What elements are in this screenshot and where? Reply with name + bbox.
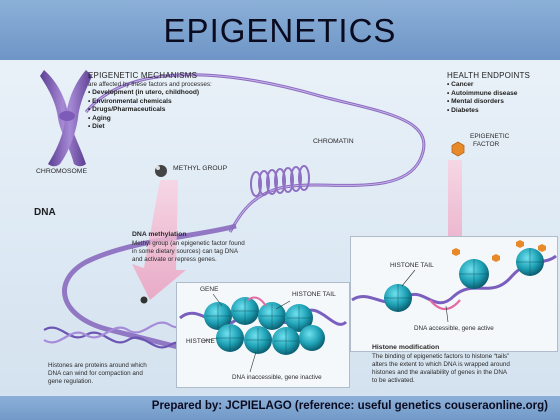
title-bar: EPIGENETICS xyxy=(0,0,560,60)
histone-mod-line-2: alters the extent to which DNA is wrappe… xyxy=(372,361,510,368)
histone-mod-line-3: histones and the availability of genes i… xyxy=(372,369,508,376)
methylation-heading: DNA methylation xyxy=(132,231,187,238)
methylation-arrow xyxy=(132,180,186,300)
methyl-group-label: METHYL GROUP xyxy=(173,165,228,172)
gene-label: GENE xyxy=(200,286,219,293)
epigenetic-factor-icon xyxy=(451,141,465,157)
coiled-chromatin xyxy=(250,165,310,197)
health-list: Cancer Autoimmune disease Mental disorde… xyxy=(447,81,517,115)
list-item: Diet xyxy=(88,123,199,132)
histone-mod-line-1: The binding of epigenetic factors to his… xyxy=(372,353,510,360)
slide-title: EPIGENETICS xyxy=(163,12,397,49)
footer-bar: Prepared by: JCPIELAGO (reference: usefu… xyxy=(0,396,560,420)
dna-label: DNA xyxy=(34,207,56,218)
health-heading: HEALTH ENDPOINTS xyxy=(447,71,531,80)
footer-credit: Prepared by: JCPIELAGO (reference: usefu… xyxy=(151,400,548,412)
list-item: Mental disorders xyxy=(447,98,517,107)
list-item: Diabetes xyxy=(447,107,517,116)
dna-active-label: DNA accessible, gene active xyxy=(414,325,494,332)
list-item: Development (in utero, childhood) xyxy=(88,89,199,98)
methylation-line-1: Methyl group (an epigenetic factor found xyxy=(132,240,245,247)
list-item: Environmental chemicals xyxy=(88,98,199,107)
histone-tail-label-left: HISTONE TAIL xyxy=(292,291,336,298)
mechanisms-heading: EPIGENETIC MECHANISMS xyxy=(88,71,198,80)
histones-note-line-3: gene regulation. xyxy=(48,378,94,385)
list-item: Drugs/Pharmaceuticals xyxy=(88,106,199,115)
histone-label: HISTONE xyxy=(186,338,215,345)
histones-note-line-2: DNA can wind for compaction and xyxy=(48,370,143,377)
mechanisms-list: Development (in utero, childhood) Enviro… xyxy=(88,89,199,132)
methyl-tag-icon xyxy=(140,296,148,304)
histones-note-line-1: Histones are proteins around which xyxy=(48,362,147,369)
methylation-line-3: and activate or repress genes. xyxy=(132,256,217,263)
epigenetic-factor-label-2: FACTOR xyxy=(473,141,500,148)
chromosome-icon xyxy=(40,70,92,167)
methylation-line-2: in some dietary sources) can tag DNA xyxy=(132,248,239,255)
histone-mod-line-4: to be activated. xyxy=(372,377,415,384)
chromatin-label: CHROMATIN xyxy=(313,138,354,145)
methyl-group-icon xyxy=(155,165,167,177)
histone-spread-active xyxy=(384,248,544,312)
list-item: Cancer xyxy=(447,81,517,90)
histone-mod-heading: Histone modification xyxy=(372,344,440,351)
list-item: Aging xyxy=(88,115,199,124)
mechanisms-subheading: are affected by these factors and proces… xyxy=(88,81,212,88)
histone-tail-label-right: HISTONE TAIL xyxy=(390,262,434,269)
chromosome-label: CHROMOSOME xyxy=(36,168,87,175)
list-item: Autoimmune disease xyxy=(447,90,517,99)
bound-factors xyxy=(452,240,546,262)
dna-inactive-label: DNA inaccessible, gene inactive xyxy=(232,374,322,381)
epigenetic-factor-label-1: EPIGENETIC xyxy=(470,133,510,140)
